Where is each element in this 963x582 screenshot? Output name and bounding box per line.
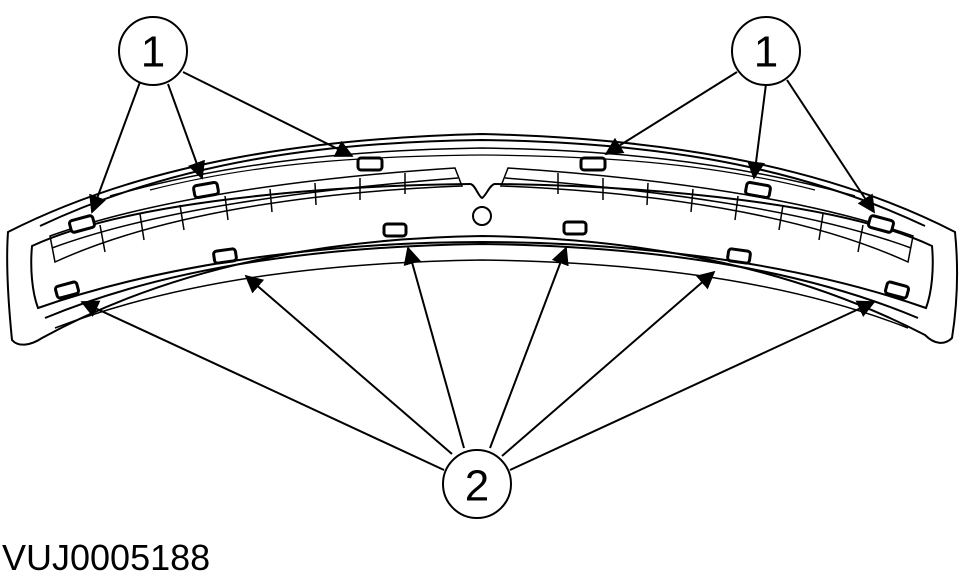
clip-upper-4 [579, 156, 607, 172]
clip-upper-5 [744, 180, 772, 200]
callout-1-left: 1 [118, 16, 188, 86]
arrow-1f [786, 79, 875, 214]
clip-lower-4 [562, 220, 588, 236]
panel-upper-line [39, 138, 926, 227]
clip-lower-2 [212, 247, 238, 265]
leader-arrows-2 [80, 246, 876, 471]
leader-arrows-1 [89, 71, 875, 214]
panel-ridge-line-2 [149, 154, 816, 191]
callout-1-right-label: 1 [754, 28, 778, 77]
arrow-1e [747, 83, 767, 180]
callout-2: 2 [442, 449, 512, 519]
clip-upper-6 [867, 214, 895, 234]
lower-clips [53, 220, 911, 300]
clip-lower-3 [382, 222, 408, 238]
clip-upper-3 [356, 156, 384, 172]
upper-clips [68, 156, 895, 234]
grille-right [499, 167, 914, 264]
clip-upper-1 [68, 214, 96, 234]
panel-lower-lip-2 [54, 259, 909, 329]
panel-inner-frame [30, 182, 934, 310]
clip-lower-5 [726, 247, 752, 265]
panel-ridge-line [109, 147, 856, 197]
callout-2-label: 2 [465, 462, 489, 511]
arrow-1c [182, 71, 354, 157]
panel-outer-edge [6, 132, 958, 346]
figure-id: VUJ0005188 [2, 537, 211, 578]
clip-upper-2 [192, 180, 220, 200]
arrow-1a [89, 81, 141, 214]
clip-lower-6 [883, 280, 911, 300]
arrow-2b [244, 274, 453, 455]
arrow-2c [403, 246, 465, 449]
callout-1-right: 1 [731, 16, 801, 86]
arrow-1d [604, 71, 738, 155]
clip-lower-1 [53, 280, 81, 300]
arrow-2a [80, 300, 445, 471]
panel-center-hole [472, 206, 492, 226]
trim-panel [6, 132, 958, 346]
arrow-2e [501, 270, 716, 457]
callout-1-left-label: 1 [141, 28, 165, 77]
panel-lower-lip [44, 242, 919, 319]
arrow-1b [167, 83, 205, 180]
arrow-2d [489, 246, 569, 449]
grille-left [49, 167, 464, 264]
arrow-2f [509, 300, 876, 471]
